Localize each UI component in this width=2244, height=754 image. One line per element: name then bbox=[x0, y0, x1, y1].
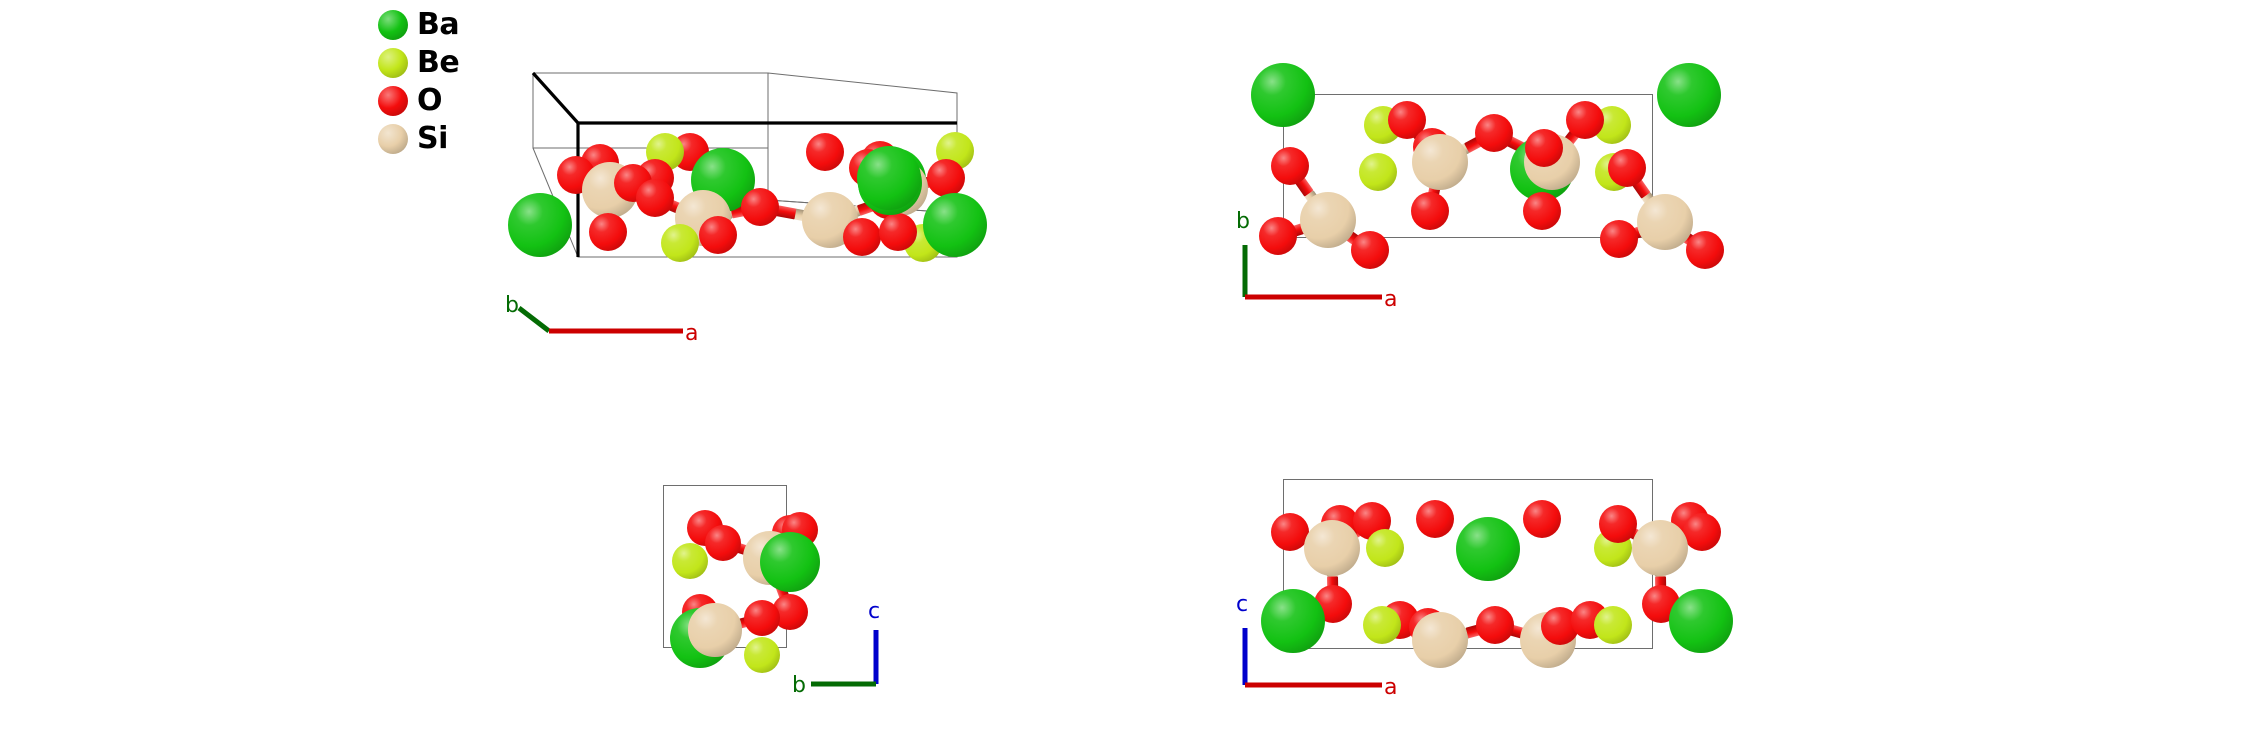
atom-o bbox=[1416, 500, 1454, 538]
legend-label-o: O bbox=[417, 83, 443, 118]
atom-o bbox=[1599, 505, 1637, 543]
panel-projection-view-ab bbox=[1230, 63, 1724, 270]
legend-label-si: Si bbox=[417, 121, 448, 156]
axis-label-b: b bbox=[1236, 209, 1250, 234]
atom-o bbox=[1525, 129, 1563, 167]
legend-item-ba: Ba bbox=[378, 6, 498, 44]
axis-label-a: a bbox=[685, 321, 699, 346]
atom-o bbox=[1271, 147, 1309, 185]
atom-si bbox=[1637, 194, 1693, 250]
atom-ba bbox=[1669, 589, 1733, 653]
atom-be bbox=[1594, 606, 1632, 644]
atom-ba bbox=[857, 146, 921, 210]
atom-o bbox=[1686, 231, 1724, 269]
element-legend: Ba Be O Si bbox=[378, 6, 498, 158]
legend-label-ba: Ba bbox=[417, 7, 460, 42]
axis-label-a: a bbox=[1384, 287, 1398, 312]
axis-indicator-perspective: b a bbox=[505, 293, 699, 365]
atom-si bbox=[1304, 520, 1360, 576]
atom-o bbox=[1683, 513, 1721, 551]
atom-o bbox=[879, 213, 917, 251]
o-sphere-icon bbox=[378, 86, 408, 116]
atom-ba bbox=[1251, 63, 1315, 127]
atom-o bbox=[1411, 192, 1449, 230]
legend-item-be: Be bbox=[378, 44, 498, 82]
ba-sphere-icon bbox=[378, 10, 408, 40]
si-sphere-icon bbox=[378, 124, 408, 154]
atom-o bbox=[927, 159, 965, 197]
atom-o bbox=[1566, 101, 1604, 139]
atom-be bbox=[1363, 606, 1401, 644]
atom-o bbox=[1351, 231, 1389, 269]
atom-o bbox=[1600, 220, 1638, 258]
atom-si bbox=[1412, 134, 1468, 190]
atom-si bbox=[1300, 192, 1356, 248]
panel-projection-view-bc bbox=[655, 480, 855, 674]
atom-o bbox=[589, 213, 627, 251]
atom-o bbox=[1259, 217, 1297, 255]
atom-o bbox=[1608, 149, 1646, 187]
axis-label-c: c bbox=[1236, 592, 1249, 617]
atom-o bbox=[1523, 192, 1561, 230]
atom-o bbox=[1271, 513, 1309, 551]
atom-o bbox=[1523, 500, 1561, 538]
legend-label-be: Be bbox=[417, 45, 460, 80]
atom-o bbox=[743, 599, 781, 637]
atom-o bbox=[1476, 606, 1514, 644]
axis-indicator-ac: c a bbox=[1232, 592, 1422, 699]
atom-si bbox=[688, 603, 742, 657]
atom-be bbox=[1359, 153, 1397, 191]
be-sphere-icon bbox=[378, 48, 408, 78]
atom-ba bbox=[923, 193, 987, 257]
atom-ba bbox=[1657, 63, 1721, 127]
axis-indicator-bc: c b bbox=[760, 595, 910, 705]
atom-si bbox=[1412, 612, 1468, 668]
atom-ba bbox=[1261, 589, 1325, 653]
atom-o bbox=[704, 524, 742, 562]
atom-be bbox=[1366, 529, 1404, 567]
atom-o bbox=[1475, 114, 1513, 152]
legend-item-si: Si bbox=[378, 120, 498, 158]
atom-be bbox=[661, 224, 699, 262]
panel-projection-view-ac bbox=[1230, 470, 1733, 670]
axis-indicator-ab: b a bbox=[1232, 211, 1422, 311]
axis-label-a: a bbox=[1384, 675, 1398, 700]
atom-o bbox=[806, 133, 844, 171]
atom-si bbox=[1632, 520, 1688, 576]
atom-ba bbox=[508, 193, 572, 257]
atom-be bbox=[671, 542, 709, 580]
axis-label-b: b bbox=[792, 673, 806, 698]
legend-item-o: O bbox=[378, 82, 498, 120]
atom-o bbox=[843, 218, 881, 256]
axis-label-b: b bbox=[505, 293, 519, 318]
atom-be bbox=[743, 636, 781, 674]
atom-o bbox=[636, 179, 674, 217]
atom-ba bbox=[1456, 517, 1520, 581]
atom-o bbox=[699, 216, 737, 254]
atom-ba bbox=[759, 531, 821, 593]
axis-label-c: c bbox=[868, 599, 881, 624]
atom-o bbox=[741, 188, 779, 226]
panel-perspective-view-ab bbox=[508, 55, 1000, 355]
